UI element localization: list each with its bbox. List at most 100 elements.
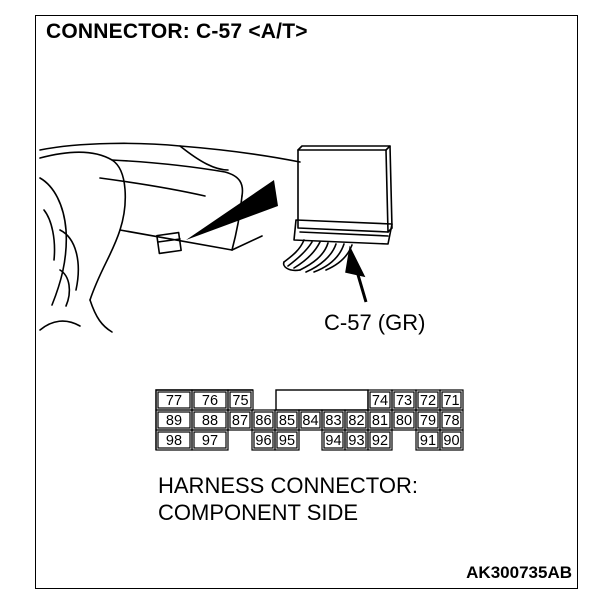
pin-label: 93 (348, 433, 364, 449)
pin-label: 78 (443, 413, 459, 429)
pin-cell: 98 (155, 429, 193, 451)
pin-cell-box (323, 431, 344, 449)
pin-label: 77 (166, 393, 182, 409)
caption: HARNESS CONNECTOR: COMPONENT SIDE (158, 472, 418, 526)
pin-cell: 83 (321, 409, 346, 431)
reference-code: AK300735AB (466, 563, 572, 582)
pin-cell: 90 (439, 429, 464, 451)
pin-cell-box (157, 391, 191, 409)
pin-cell: 95 (274, 429, 300, 451)
pin-cell-outline (439, 429, 464, 451)
pin-label: 76 (202, 393, 218, 409)
pin-label: 97 (202, 433, 218, 449)
pin-cell-box (393, 411, 415, 429)
page-title: CONNECTOR: C-57 <A/T> (46, 20, 308, 43)
pin-cell: 77 (155, 389, 193, 411)
pin-cell-box (346, 431, 367, 449)
pin-label: 75 (232, 393, 248, 409)
pin-cell-box (193, 391, 227, 409)
pin-cell: 94 (321, 429, 346, 451)
pin-cell-outline (367, 429, 393, 451)
pin-cell-box (157, 411, 191, 429)
pin-cell: 74 (367, 389, 393, 411)
pin-cell-box (193, 431, 227, 449)
pin-cell: 73 (391, 389, 417, 411)
pin-cell-box (417, 431, 439, 449)
pin-cell-box (417, 391, 439, 409)
pin-label: 87 (232, 413, 248, 429)
pin-cell: 89 (155, 409, 193, 431)
arrow-icon (345, 245, 368, 303)
pin-cell: 92 (367, 429, 393, 451)
pin-cell-outline (191, 429, 229, 451)
location-pointer (186, 180, 278, 240)
pin-label: 91 (420, 433, 436, 449)
pin-cell-box (346, 411, 367, 429)
pin-label: 92 (372, 433, 388, 449)
pin-cell-box (441, 411, 462, 429)
pin-label: 80 (396, 413, 412, 429)
pin-cell: 93 (344, 429, 369, 451)
pin-cell-box (393, 391, 415, 409)
pin-cell-box (323, 411, 344, 429)
pin-label: 83 (325, 413, 341, 429)
pin-cell-box (441, 391, 462, 409)
pin-label: 94 (325, 433, 341, 449)
pin-cell: 75 (227, 389, 254, 411)
pin-cell: 86 (251, 409, 276, 431)
diagram-frame (35, 15, 578, 589)
pin-label: 89 (166, 413, 182, 429)
pin-cell: 97 (191, 429, 229, 451)
pin-label: 85 (279, 413, 295, 429)
pin-label: 71 (443, 393, 459, 409)
pin-label: 86 (255, 413, 271, 429)
pin-cell-box (253, 411, 274, 429)
pin-label: 82 (348, 413, 364, 429)
pin-cell-box (300, 411, 321, 429)
pin-cell: 79 (415, 409, 441, 431)
pin-cell: 80 (391, 409, 417, 431)
pin-cell-box (369, 411, 391, 429)
pin-cell: 81 (367, 409, 393, 431)
pin-cell-box (229, 411, 251, 429)
pin-cell-box (276, 411, 298, 429)
pin-cell-box (157, 431, 191, 449)
pin-cell-outline (274, 429, 300, 451)
pin-label: 98 (166, 433, 182, 449)
pin-cell: 84 (298, 409, 323, 431)
pin-label: 74 (372, 393, 388, 409)
pin-cell-box (417, 411, 439, 429)
pin-cell: 85 (274, 409, 300, 431)
pin-cell-box (369, 431, 391, 449)
pin-cell-box (229, 391, 252, 409)
pin-cell: 88 (191, 409, 229, 431)
pin-cell-box (276, 431, 298, 449)
pin-cell-box (253, 431, 274, 449)
pin-cell: 96 (251, 429, 276, 451)
pin-label: 96 (255, 433, 271, 449)
pin-label: 88 (202, 413, 218, 429)
pin-cell: 91 (415, 429, 441, 451)
pin-label: 81 (372, 413, 388, 429)
pin-cell: 87 (227, 409, 253, 431)
pin-cell: 76 (191, 389, 229, 411)
pin-label: 79 (420, 413, 436, 429)
pin-cell: 71 (439, 389, 464, 411)
pin-label: 72 (420, 393, 436, 409)
pin-cell-box (441, 431, 462, 449)
connector-callout-label: C-57 (GR) (324, 310, 426, 335)
pin-cell: 72 (415, 389, 441, 411)
caption-line-2: COMPONENT SIDE (158, 500, 359, 525)
dash-connector-block (156, 231, 182, 255)
pin-label: 84 (302, 413, 318, 429)
pin-label: 73 (396, 393, 412, 409)
pin-label: 95 (279, 433, 295, 449)
pin-cell: 78 (439, 409, 464, 431)
pin-cell-box (369, 391, 391, 409)
connector-key (275, 389, 369, 411)
pin-cell-box (193, 411, 227, 429)
pin-label: 90 (443, 433, 459, 449)
caption-line-1: HARNESS CONNECTOR: (158, 473, 418, 498)
